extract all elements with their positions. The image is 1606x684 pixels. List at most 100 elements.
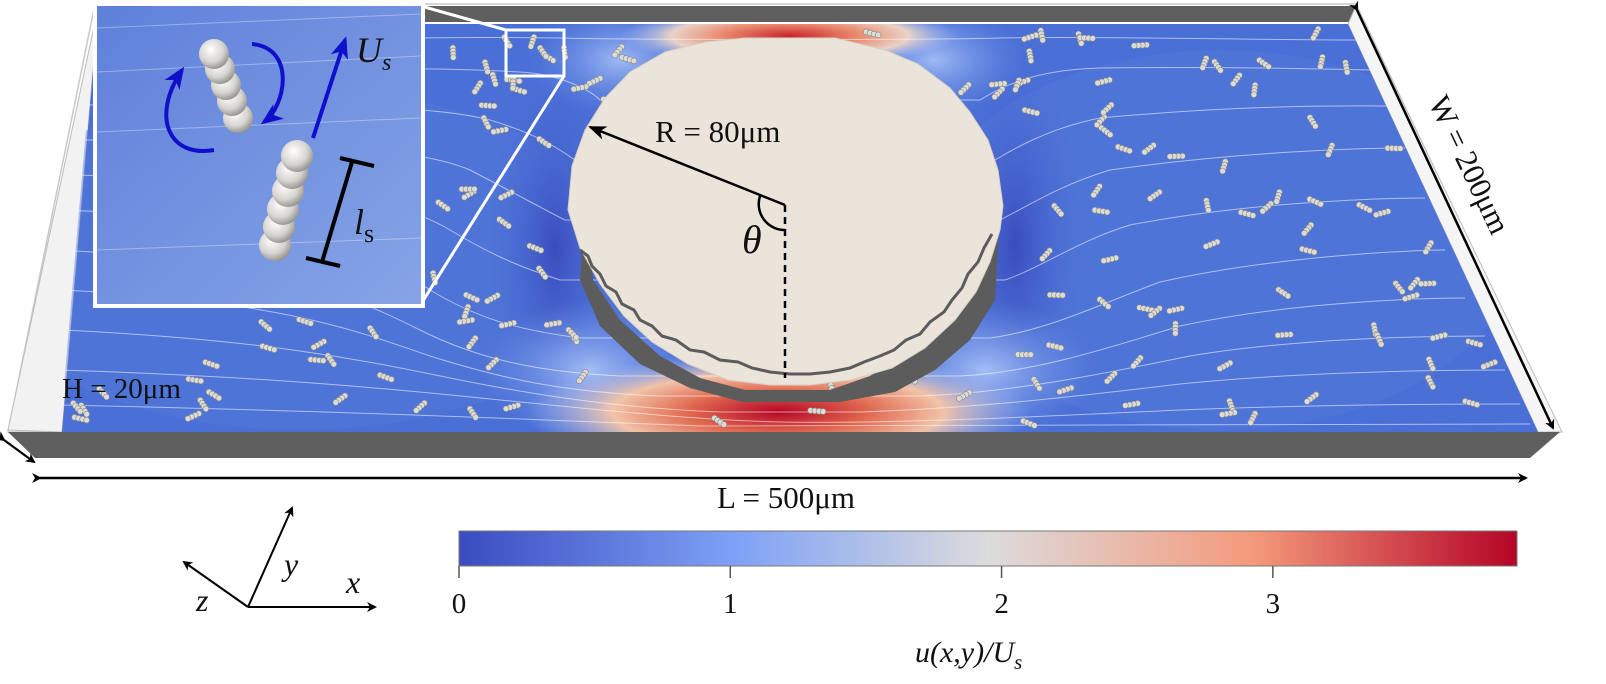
swimmer [1147, 305, 1163, 319]
swimmer [1216, 359, 1234, 372]
swimmer [1090, 183, 1103, 199]
swimmer [807, 407, 827, 415]
swimmer [456, 316, 476, 326]
swimmer [324, 352, 337, 368]
swimmer [509, 75, 517, 92]
y-axis-arrow [247, 506, 294, 608]
swimmer [259, 343, 278, 353]
radius-label: R = 80μm [655, 114, 780, 149]
swimmer [296, 316, 314, 327]
swimmer [307, 356, 327, 364]
swimmer [1094, 76, 1113, 87]
swimmer [1130, 354, 1144, 370]
swimmer [535, 265, 549, 280]
zoom-line-top [420, 4, 507, 32]
height-arrow [0, 431, 36, 464]
swimmer [1237, 209, 1257, 219]
swimmer [1100, 254, 1120, 264]
swimmer [1039, 247, 1053, 262]
zoom-inset: Us ls [93, 2, 566, 308]
swimmer [1247, 410, 1259, 426]
swimmer [988, 80, 1008, 88]
radius-arrow [588, 125, 786, 207]
swimmer [70, 400, 84, 415]
swimmer [497, 189, 515, 201]
theta-arc [757, 195, 786, 232]
swimmer [957, 81, 972, 96]
inset-swimmer-swimming [259, 140, 313, 261]
swimmer [435, 199, 451, 213]
swimmer [184, 410, 203, 422]
swimmer [202, 359, 221, 370]
y-axis-label: y [281, 546, 299, 582]
swimmer [1021, 31, 1040, 43]
swimmer [1384, 144, 1404, 152]
swimmer [536, 44, 550, 60]
swimmer [466, 405, 479, 421]
swimmer [1219, 158, 1229, 175]
swimmer [956, 389, 973, 402]
swimmer [465, 335, 479, 350]
swimmer [1259, 200, 1275, 215]
inset-panel [93, 2, 425, 308]
swimmer [1166, 305, 1185, 315]
swimmer [711, 414, 728, 428]
rotation-arrow-left [164, 66, 215, 154]
swimmer [205, 388, 223, 402]
swimmer [1020, 417, 1038, 429]
swimmer [1098, 124, 1114, 138]
swimmer [1417, 280, 1437, 287]
inset-swimmer-rotating [199, 39, 253, 133]
swimmer [1136, 304, 1155, 314]
swimmer [502, 402, 522, 412]
swimmer [71, 414, 90, 424]
zoom-source-box [504, 28, 566, 78]
swimmer [489, 71, 499, 88]
swimmer [543, 319, 563, 329]
swimmer [1146, 188, 1163, 202]
swimmer [463, 291, 481, 303]
swimmer [1103, 370, 1118, 385]
length-label: L = 500μm [717, 480, 855, 515]
colorbar-tick-label: 0 [452, 588, 467, 620]
swimmer [1199, 55, 1210, 71]
swimmer [1298, 245, 1318, 256]
swimmer [991, 85, 1006, 101]
swimmer [1172, 320, 1179, 337]
front-wall [8, 432, 1560, 458]
swimmer [1230, 72, 1243, 87]
swim-speed-label: Us [356, 30, 391, 76]
swimmer [1306, 114, 1319, 130]
swimmer [1076, 34, 1096, 42]
swimmer [1306, 196, 1324, 208]
swimmer [1030, 376, 1043, 392]
swimmer [1301, 221, 1315, 237]
swimmer [1211, 58, 1224, 74]
swimmer [1250, 81, 1259, 98]
swimmer-length-label: ls [354, 202, 374, 248]
swimmer [484, 292, 501, 305]
swimmer [1303, 391, 1320, 405]
swim-direction-arrow [311, 36, 348, 139]
swimmer [1026, 47, 1035, 64]
swimmer [367, 324, 380, 340]
swimmer-length-bar [305, 156, 375, 268]
inset-streamlines [97, 13, 421, 251]
colorbar-tick-label: 3 [1266, 588, 1281, 620]
swimmer [1202, 238, 1221, 250]
swimmer [1014, 351, 1034, 358]
colorbar-gradient [458, 530, 1518, 567]
swimmer [1051, 202, 1065, 218]
swimmer [490, 126, 509, 136]
colorbar-tick-label: 1 [723, 588, 738, 620]
zoom-line-bottom [419, 75, 566, 305]
swimmer [481, 58, 491, 75]
swimmer [1317, 53, 1326, 70]
colorbar-title: u(x,y)/Us [915, 636, 1022, 674]
swimmer [480, 114, 492, 131]
swimmer [471, 79, 484, 95]
swimmer [1203, 197, 1212, 214]
swimmer [1122, 400, 1141, 409]
